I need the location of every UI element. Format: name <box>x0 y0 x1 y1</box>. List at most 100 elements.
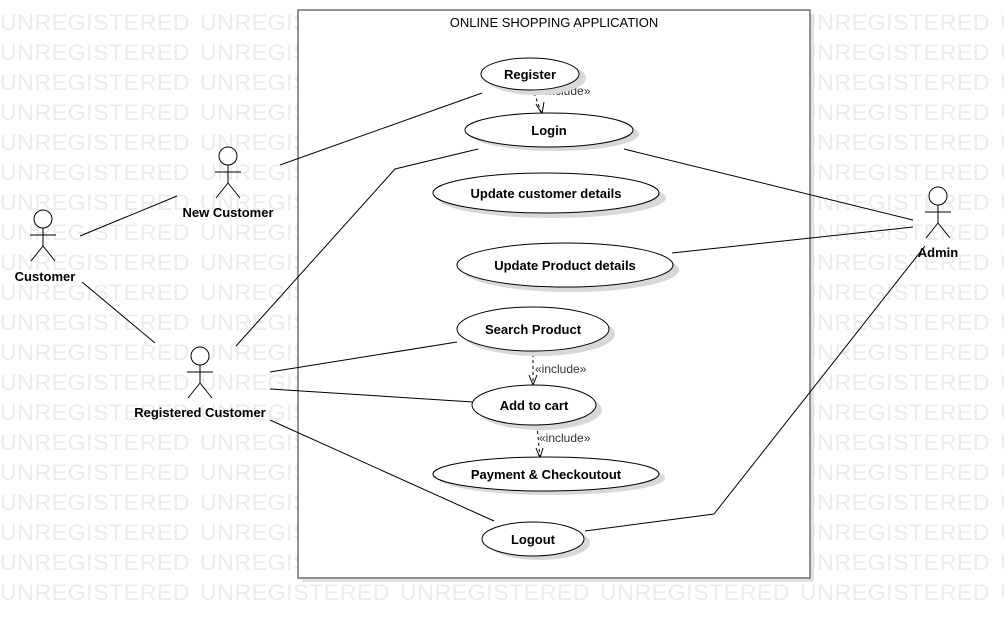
actor-registered-customer[interactable]: Registered Customer <box>134 346 266 420</box>
use-case-add-to-cart[interactable]: Add to cart <box>471 384 602 430</box>
watermark-text: UNREGISTERED <box>0 250 190 275</box>
watermark-text: UNREGISTERED <box>0 10 190 35</box>
watermark-text: UNREGISTERED <box>1000 70 1004 95</box>
watermark-text: UNREGISTERED <box>200 580 390 605</box>
watermark-text: UNREGISTERED <box>0 520 190 545</box>
assoc-registered-addtocart[interactable] <box>269 388 474 403</box>
watermark-text: UNREGISTERED <box>800 130 990 155</box>
watermark-text: UNREGISTERED <box>800 40 990 65</box>
watermark-text: UNREGISTERED <box>0 490 190 515</box>
watermark-text: UNREGISTERED <box>0 310 190 335</box>
stick-figure-icon <box>925 186 951 239</box>
use-case-update-customer-label: Update customer details <box>471 186 622 201</box>
assoc-registered-logout[interactable] <box>269 419 495 522</box>
use-case-register[interactable]: Register <box>480 57 586 95</box>
watermark-text: UNREGISTERED <box>0 430 190 455</box>
watermark-text: UNREGISTERED <box>0 220 190 245</box>
include-cart-payment-label: «include» <box>539 431 591 445</box>
stick-figure-icon <box>215 146 241 199</box>
watermark-text: UNREGISTERED <box>800 430 990 455</box>
watermark-text: UNREGISTERED <box>1000 100 1004 125</box>
use-case-search-product[interactable]: Search Product <box>456 306 615 356</box>
assoc-newcustomer-register[interactable] <box>279 92 483 166</box>
assoc-admin-logout[interactable] <box>584 245 926 532</box>
watermark-text: UNREGISTERED <box>800 400 990 425</box>
watermark-text: UNREGISTERED <box>800 70 990 95</box>
use-case-add-to-cart-label: Add to cart <box>500 398 569 413</box>
watermark-text: UNREGISTERED <box>1000 130 1004 155</box>
include-register-login-line[interactable] <box>533 92 543 115</box>
watermark-text: UNREGISTERED <box>0 580 190 605</box>
actor-customer-label: Customer <box>15 269 76 284</box>
assoc-customer-registered[interactable] <box>81 281 156 344</box>
actor-customer[interactable]: Customer <box>15 209 76 284</box>
watermark-text: UNREGISTERED <box>800 460 990 485</box>
watermark-text: UNREGISTERED <box>1000 490 1004 515</box>
actor-admin[interactable]: Admin <box>918 186 959 260</box>
watermark-text: UNREGISTERED <box>1000 460 1004 485</box>
watermark-text: UNREGISTERED <box>800 520 990 545</box>
watermark-text: UNREGISTERED <box>1000 520 1004 545</box>
watermark-text: UNREGISTERED <box>1000 310 1004 335</box>
use-case-register-label: Register <box>504 67 556 82</box>
watermark-text: UNREGISTERED <box>800 550 990 575</box>
watermark-text: UNREGISTERED <box>800 490 990 515</box>
watermark-text: UNREGISTERED <box>800 340 990 365</box>
watermark-text: UNREGISTERED <box>800 370 990 395</box>
watermark-text: UNREGISTERED <box>1000 280 1004 305</box>
actor-admin-label: Admin <box>918 245 959 260</box>
watermark-text: UNREGISTERED <box>0 340 190 365</box>
use-case-update-product[interactable]: Update Product details <box>456 242 679 292</box>
use-case-update-customer[interactable]: Update customer details <box>432 172 666 218</box>
watermark-text: UNREGISTERED <box>800 580 990 605</box>
stick-figure-icon <box>187 346 213 399</box>
watermark-text: UNREGISTERED <box>1000 220 1004 245</box>
actor-registered-customer-label: Registered Customer <box>134 405 265 420</box>
watermark-text: UNREGISTERED <box>0 550 190 575</box>
system-title: ONLINE SHOPPING APPLICATION <box>450 15 659 30</box>
watermark-text: UNREGISTERED <box>1000 430 1004 455</box>
watermark-text: UNREGISTERED <box>0 400 190 425</box>
watermark-text: UNREGISTERED <box>0 100 190 125</box>
actor-new-customer[interactable]: New Customer <box>182 146 274 220</box>
watermark-text: UNREGISTERED <box>1000 250 1004 275</box>
use-case-payment-label: Payment & Checkoutout <box>471 467 622 482</box>
watermark-text: UNREGISTERED <box>0 460 190 485</box>
watermark-text: UNREGISTERED <box>1000 160 1004 185</box>
assoc-admin-login[interactable] <box>623 148 914 221</box>
watermark-text: UNREGISTERED <box>400 580 590 605</box>
assoc-customer-newcustomer[interactable] <box>79 195 178 237</box>
watermark-text: UNREGISTERED <box>1000 400 1004 425</box>
watermark-text: UNREGISTERED <box>800 100 990 125</box>
assoc-registered-search[interactable] <box>269 341 458 373</box>
stick-figure-icon <box>30 209 56 262</box>
watermark-text: UNREGISTERED <box>1000 40 1004 65</box>
watermark-text: UNREGISTERED <box>800 220 990 245</box>
actor-new-customer-label: New Customer <box>182 205 273 220</box>
assoc-registered-login[interactable] <box>235 148 479 347</box>
watermark-text: UNREGISTERED <box>1000 10 1004 35</box>
watermark-text: UNREGISTERED <box>800 160 990 185</box>
watermark-text: UNREGISTERED <box>1000 340 1004 365</box>
associations <box>79 92 926 532</box>
use-case-logout-label: Logout <box>511 532 556 547</box>
watermark-text: UNREGISTERED <box>1000 580 1004 605</box>
watermark-text: UNREGISTERED <box>800 250 990 275</box>
watermark-text: UNREGISTERED <box>0 40 190 65</box>
use-case-search-product-label: Search Product <box>485 322 582 337</box>
use-case-login-label: Login <box>531 123 566 138</box>
watermark-text: UNREGISTERED <box>800 190 990 215</box>
assoc-admin-updateproduct[interactable] <box>671 226 914 254</box>
watermark-text: UNREGISTERED <box>1000 550 1004 575</box>
use-case-payment[interactable]: Payment & Checkoutout <box>432 456 665 495</box>
watermark-text: UNREGISTERED <box>1000 190 1004 215</box>
include-search-cart-label: «include» <box>535 362 587 376</box>
watermark-text: UNREGISTERED <box>1000 370 1004 395</box>
use-case-update-product-label: Update Product details <box>494 258 636 273</box>
use-case-logout[interactable]: Logout <box>481 521 590 560</box>
use-case-login[interactable]: Login <box>464 112 639 151</box>
watermark-text: UNREGISTERED <box>800 10 990 35</box>
watermark-text: UNREGISTERED <box>0 370 190 395</box>
watermark-text: UNREGISTERED <box>600 580 790 605</box>
